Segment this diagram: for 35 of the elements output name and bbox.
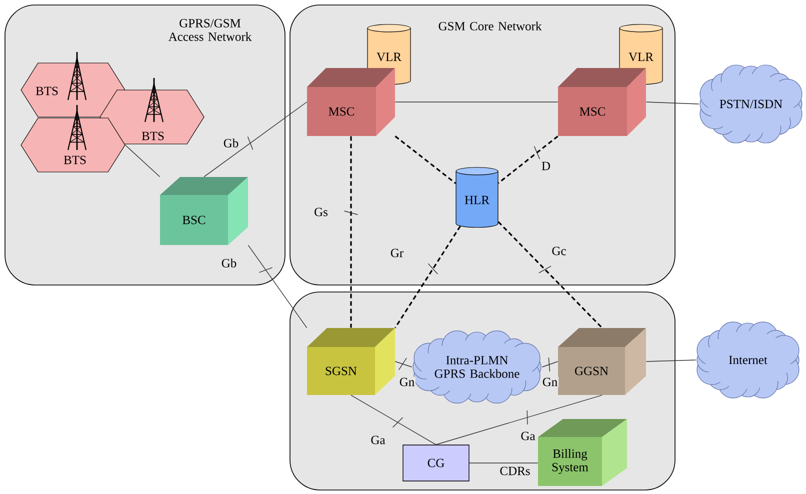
server-cube: BSC [160, 177, 248, 245]
connector-line [498, 136, 558, 184]
edge-label: Gs [313, 206, 329, 218]
server-cube: Billing System [538, 419, 627, 486]
edge-label: Ga [370, 434, 386, 446]
connector-line [542, 357, 558, 372]
connector-line [350, 394, 436, 445]
edge-label: CDRs [498, 466, 532, 476]
database-cylinder: HLR [456, 167, 498, 228]
edge-label: Gb [220, 258, 238, 268]
edge-label: Gc [550, 246, 568, 256]
connector-line [469, 462, 538, 464]
connector-line [394, 136, 456, 184]
network-cloud: Internet [696, 322, 800, 398]
connector-line [344, 136, 358, 328]
bts-hexagon: BTS [20, 62, 126, 118]
server-cube: SGSN [307, 328, 395, 395]
connector-line [124, 144, 160, 178]
bts-hexagon: BTS [20, 118, 126, 172]
server-cube: MSC [558, 68, 646, 136]
connector-line [498, 221, 603, 328]
connector-line [646, 102, 700, 104]
connector-line [204, 102, 308, 178]
connector-line [248, 244, 308, 328]
connector-line [436, 394, 602, 445]
edge-label: Gb [222, 138, 240, 148]
connector-line [394, 358, 412, 370]
edge-label: Ga [520, 430, 536, 442]
bts-hexagon: BTS [100, 90, 204, 144]
connector-line [646, 360, 696, 362]
server-cube: GGSN [558, 328, 646, 395]
connector-line [394, 226, 461, 328]
gateway-box: CG [402, 444, 470, 482]
network-cloud: PSTN/ISDN [700, 64, 802, 144]
server-cube: MSC [307, 68, 395, 136]
